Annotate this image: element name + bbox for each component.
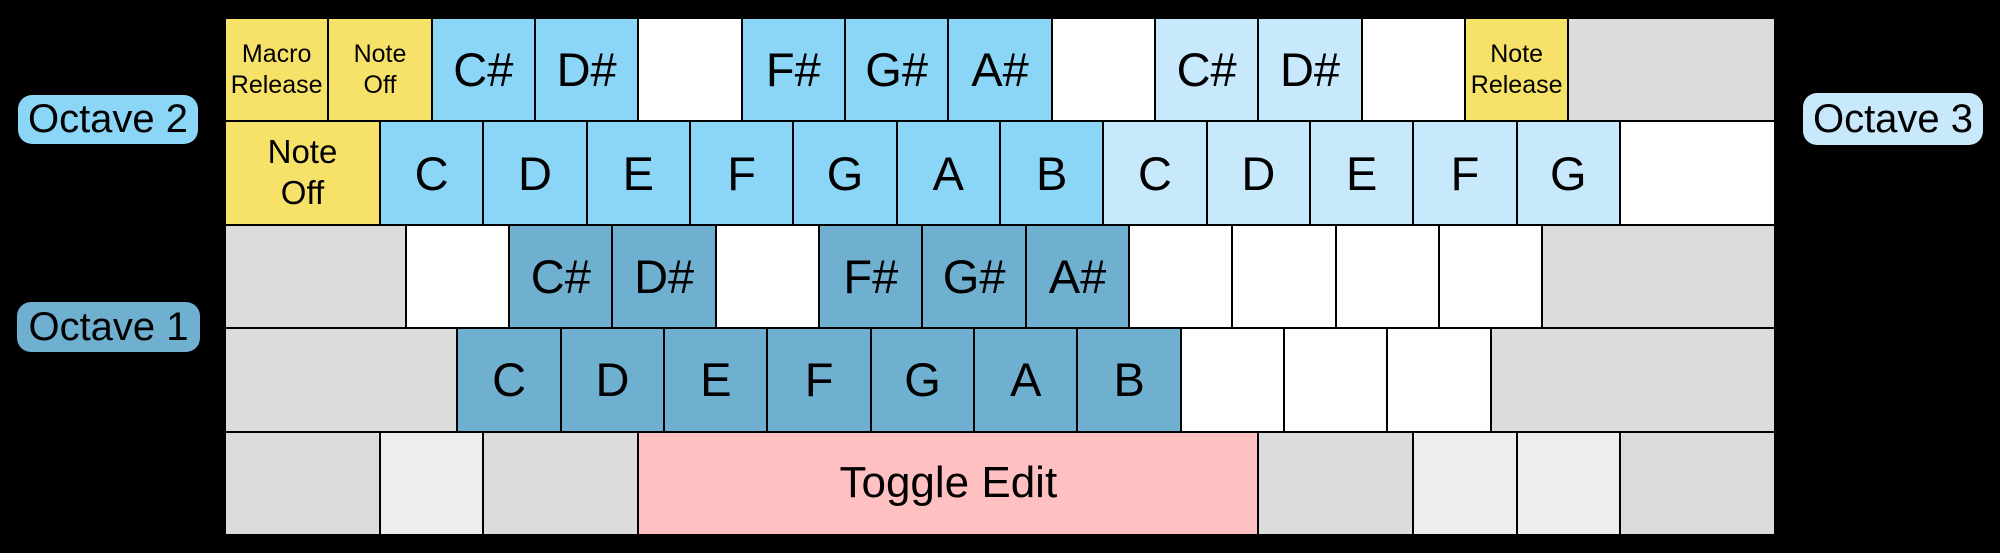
key-unmapped xyxy=(1619,121,1775,225)
key-oct1-d-sharp: D# xyxy=(612,224,716,329)
key-toggle-edit-space: Toggle Edit xyxy=(638,431,1259,535)
key-unused-ctrl-left xyxy=(225,431,380,535)
key-unused-capslock xyxy=(225,224,406,329)
key-unmapped xyxy=(405,224,510,329)
key-oct1-a-sharp: A# xyxy=(1025,224,1130,329)
key-unmapped xyxy=(1232,224,1336,329)
key-unmapped xyxy=(1361,18,1465,122)
key-oct1-g-sharp: G# xyxy=(922,224,1026,329)
key-oct2-a: A xyxy=(896,121,1000,225)
key-unmapped xyxy=(715,224,820,329)
key-oct2-f-sharp: F# xyxy=(741,18,845,122)
key-unused-alt-right xyxy=(1258,431,1414,535)
key-unmapped xyxy=(1180,328,1285,432)
key-unused-win-right xyxy=(1413,431,1517,535)
key-oct2-e: E xyxy=(586,121,690,225)
key-oct3-f: F xyxy=(1413,121,1517,225)
key-oct2-g-sharp: G# xyxy=(844,18,949,122)
key-oct2-d: D xyxy=(483,121,587,225)
key-oct1-e: E xyxy=(664,328,768,432)
key-oct2-g: G xyxy=(793,121,897,225)
key-unmapped xyxy=(1051,18,1155,122)
key-unused-menu xyxy=(1516,431,1620,535)
octave-1-label: Octave 1 xyxy=(17,302,200,352)
key-oct3-e: E xyxy=(1309,121,1414,225)
key-oct2-b: B xyxy=(999,121,1104,225)
key-unused-ctrl-right xyxy=(1619,431,1775,535)
key-unused-backspace xyxy=(1568,18,1775,122)
key-unmapped xyxy=(1129,224,1233,329)
key-oct1-f-sharp: F# xyxy=(819,224,923,329)
key-unused-shift-left xyxy=(225,328,458,432)
octave-3-label: Octave 3 xyxy=(1803,93,1983,145)
key-unmapped xyxy=(1439,224,1543,329)
key-oct2-c-sharp: C# xyxy=(431,18,535,122)
key-oct1-c: C xyxy=(457,328,561,432)
key-unmapped xyxy=(1335,224,1440,329)
key-oct1-g: G xyxy=(870,328,975,432)
key-oct3-c: C xyxy=(1103,121,1207,225)
key-oct1-b: B xyxy=(1077,328,1181,432)
key-unused-alt-left xyxy=(483,431,639,535)
key-oct3-d-sharp: D# xyxy=(1258,18,1362,122)
key-unused-win-left xyxy=(379,431,484,535)
key-unmapped xyxy=(638,18,742,122)
key-unmapped xyxy=(1387,328,1491,432)
key-oct1-c-sharp: C# xyxy=(509,224,613,329)
key-oct3-d: D xyxy=(1206,121,1310,225)
key-oct1-a: A xyxy=(974,328,1078,432)
key-oct3-c-sharp: C# xyxy=(1154,18,1259,122)
key-unused-enter xyxy=(1542,224,1775,329)
key-unused-shift-right xyxy=(1490,328,1775,432)
key-oct2-f: F xyxy=(689,121,794,225)
key-oct1-d: D xyxy=(560,328,665,432)
key-oct3-g: G xyxy=(1516,121,1620,225)
key-oct1-f: F xyxy=(767,328,871,432)
key-oct2-a-sharp: A# xyxy=(948,18,1052,122)
key-oct2-d-sharp: D# xyxy=(534,18,639,122)
octave-2-label: Octave 2 xyxy=(18,95,198,144)
key-oct2-c: C xyxy=(379,121,484,225)
key-unmapped xyxy=(1284,328,1388,432)
